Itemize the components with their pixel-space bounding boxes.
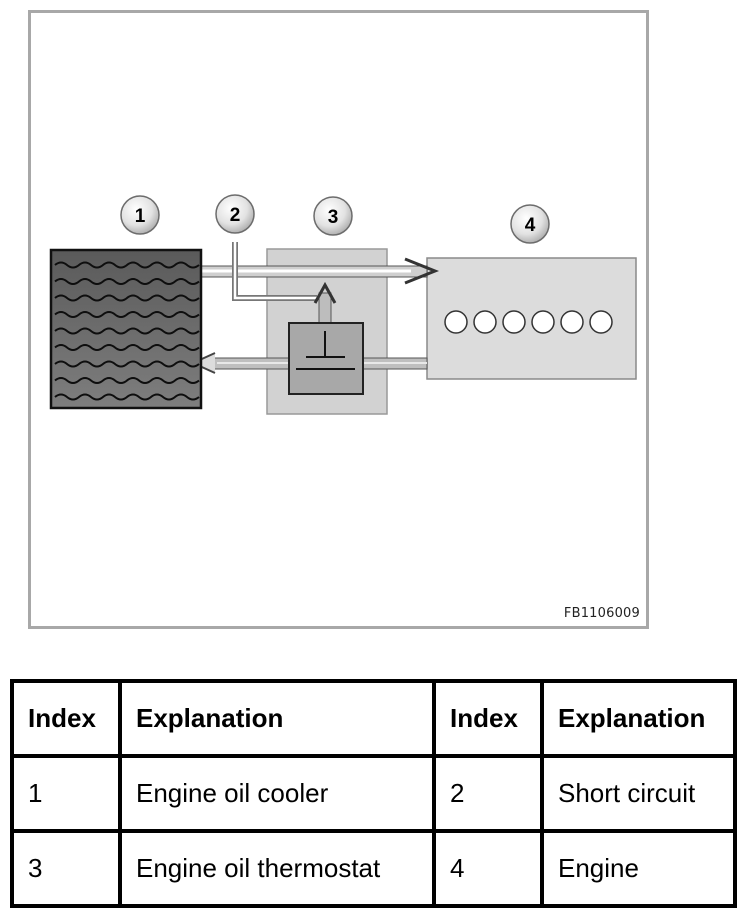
explanation-cell: Engine [540,829,737,908]
legend-header-row: Index Explanation Index Explanation [10,679,737,758]
callout-label: 1 [135,206,146,227]
cooler-fin [54,377,200,384]
cooler-fin [54,327,200,335]
callout-2: 2 [215,194,255,234]
diagram-panel: 1 2 3 4 FB1106009 [28,10,649,629]
explanation-cell: Engine oil thermostat [118,829,436,908]
header-index: Index [432,679,544,758]
callout-label: 3 [328,207,339,228]
cooler-fin [54,294,200,302]
callout-3: 3 [313,196,353,236]
explanation-cell: Short circuit [540,754,737,833]
header-index: Index [10,679,122,758]
cooler-fin [54,393,200,401]
cylinder [502,310,526,334]
index-cell: 1 [10,754,122,833]
arrow-right-icon [404,257,440,285]
cylinder [589,310,613,334]
explanation-cell: Engine oil cooler [118,754,436,833]
legend-table: Index Explanation Index Explanation 1 En… [10,679,737,908]
engine-cylinders [444,310,613,334]
callout-label: 2 [230,205,241,226]
index-cell: 3 [10,829,122,908]
cooler-fin [54,344,200,351]
cooler-fin [54,261,200,269]
callout-1: 1 [120,195,160,235]
legend-row: 1 Engine oil cooler 2 Short circuit [10,754,737,833]
cylinder [444,310,468,334]
cylinder [473,310,497,334]
cooler-fin [54,278,200,285]
oil-cooler [49,248,203,410]
cylinder [560,310,584,334]
thermostat-element [288,322,364,395]
oil-circuit-diagram: 1 2 3 4 [49,194,637,415]
arrow-up-icon [313,281,337,304]
legend-row: 3 Engine oil thermostat 4 Engine [10,829,737,908]
figure-reference-code: FB1106009 [563,606,640,621]
cooler-fin [54,311,200,318]
header-explanation: Explanation [540,679,737,758]
header-explanation: Explanation [118,679,436,758]
cylinder [531,310,555,334]
callout-4: 4 [510,204,550,244]
cooler-fin [54,360,200,368]
index-cell: 4 [432,829,544,908]
callout-label: 4 [525,215,536,236]
index-cell: 2 [432,754,544,833]
